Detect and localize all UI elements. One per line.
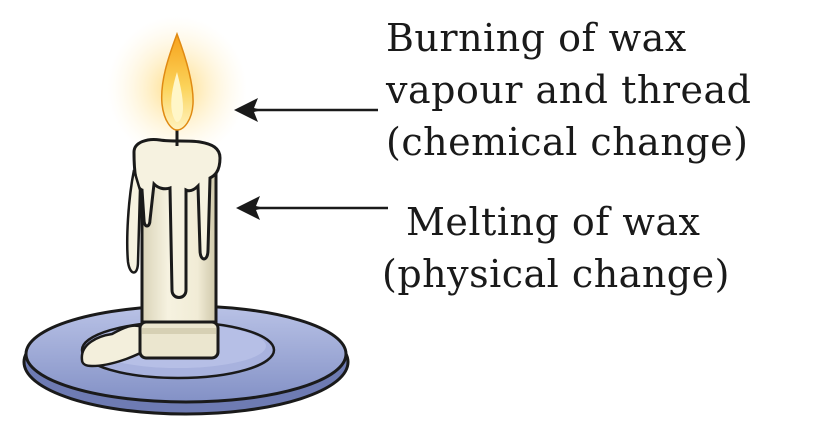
arrow-physical-change bbox=[236, 196, 388, 220]
melted-wax-drips bbox=[132, 138, 222, 299]
label-physical-change: Melting of wax (physical change) bbox=[382, 196, 730, 300]
label-physical-line-2: (physical change) bbox=[382, 252, 730, 296]
label-chemical-line-1: Burning of wax bbox=[386, 16, 687, 60]
label-chemical-change: Burning of wax vapour and thread (chemic… bbox=[386, 12, 751, 168]
label-chemical-line-2: vapour and thread bbox=[386, 68, 752, 112]
label-chemical-line-3: (chemical change) bbox=[386, 120, 749, 164]
arrow-chemical-change bbox=[234, 98, 378, 122]
label-physical-line-1: Melting of wax bbox=[406, 200, 701, 244]
flame-core bbox=[171, 72, 183, 122]
candle-collar bbox=[138, 320, 220, 360]
side-drip bbox=[126, 169, 142, 274]
